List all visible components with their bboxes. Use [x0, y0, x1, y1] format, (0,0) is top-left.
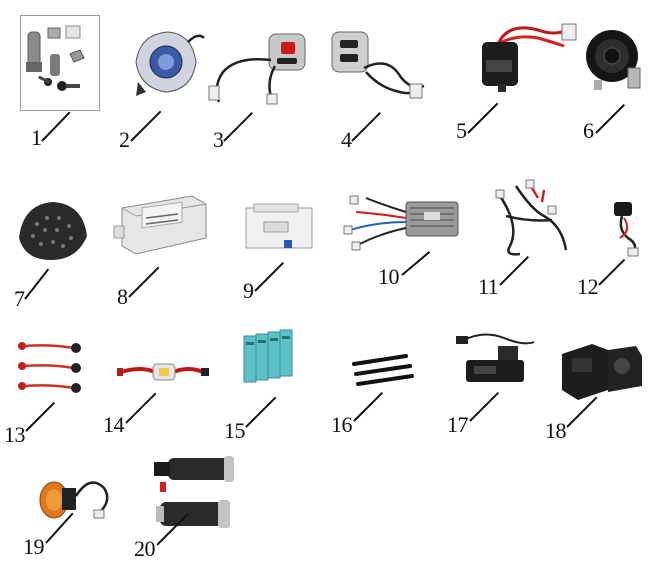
- rear-light-assembly-icon: [562, 344, 642, 400]
- part-19-label: 19: [23, 534, 45, 559]
- part-5-label: 5: [456, 118, 467, 143]
- part-18-label: 18: [545, 418, 567, 443]
- part-15-leader: [245, 396, 277, 428]
- part-8-leader: [128, 266, 160, 298]
- motor-controller-icon: [343, 195, 459, 251]
- part-6-leader: [595, 104, 625, 134]
- left-handlebar-switch-icon: [331, 31, 425, 99]
- relay-icon: [482, 23, 577, 92]
- part-12-leader: [598, 258, 626, 286]
- part-5-leader: [467, 102, 499, 134]
- part-7-leader: [24, 268, 50, 300]
- part-11-label: 11: [478, 274, 499, 299]
- part-6-label: 6: [583, 118, 594, 143]
- wiring-harness-icon: [495, 179, 568, 256]
- right-handlebar-switch-icon: [208, 33, 306, 105]
- part-3-label: 3: [213, 127, 224, 152]
- part-12-label: 12: [577, 274, 599, 299]
- part-15-label: 15: [224, 418, 246, 443]
- part-16-leader: [353, 392, 383, 422]
- part-17-label: 17: [447, 412, 469, 437]
- part-10-label: 10: [378, 264, 400, 289]
- horn-icon: [586, 30, 641, 90]
- connector-cable-icon: [614, 202, 639, 257]
- part-9-leader: [254, 262, 284, 292]
- battery-charger-icon: [456, 333, 535, 382]
- control-module-icon: [113, 195, 207, 255]
- fuse-holder-icon: [117, 363, 209, 381]
- ignition-key-set-icon: [26, 25, 85, 91]
- part-9-label: 9: [243, 278, 254, 303]
- part-14-leader: [125, 392, 157, 424]
- part-3-leader: [223, 112, 253, 142]
- part-2-label: 2: [119, 127, 130, 152]
- throttle-grips-icon: [154, 456, 234, 528]
- part-17-leader: [469, 392, 499, 422]
- part-16-label: 16: [331, 412, 353, 437]
- part-1-leader: [41, 111, 71, 142]
- part-4-leader: [351, 112, 381, 142]
- part-2-leader: [130, 110, 162, 142]
- part-13-label: 13: [4, 422, 26, 447]
- speaker-icon: [19, 202, 87, 260]
- part-14-label: 14: [103, 412, 125, 437]
- part-1-label: 1: [31, 125, 42, 150]
- charging-port-icon: [39, 481, 109, 519]
- part-13-leader: [25, 402, 55, 432]
- cable-ties-icon: [352, 354, 414, 386]
- brake-sensor-cables-icon: [18, 342, 81, 393]
- part-8-label: 8: [117, 284, 128, 309]
- battery-pack-icon: [243, 329, 293, 383]
- headlight-icon: [135, 31, 205, 96]
- part-4-label: 4: [341, 127, 352, 152]
- part-7-label: 7: [14, 286, 25, 311]
- part-11-leader: [499, 256, 529, 286]
- circuit-breaker-icon: [245, 203, 313, 249]
- part-1-frame: [20, 15, 100, 111]
- part-20-label: 20: [134, 536, 156, 561]
